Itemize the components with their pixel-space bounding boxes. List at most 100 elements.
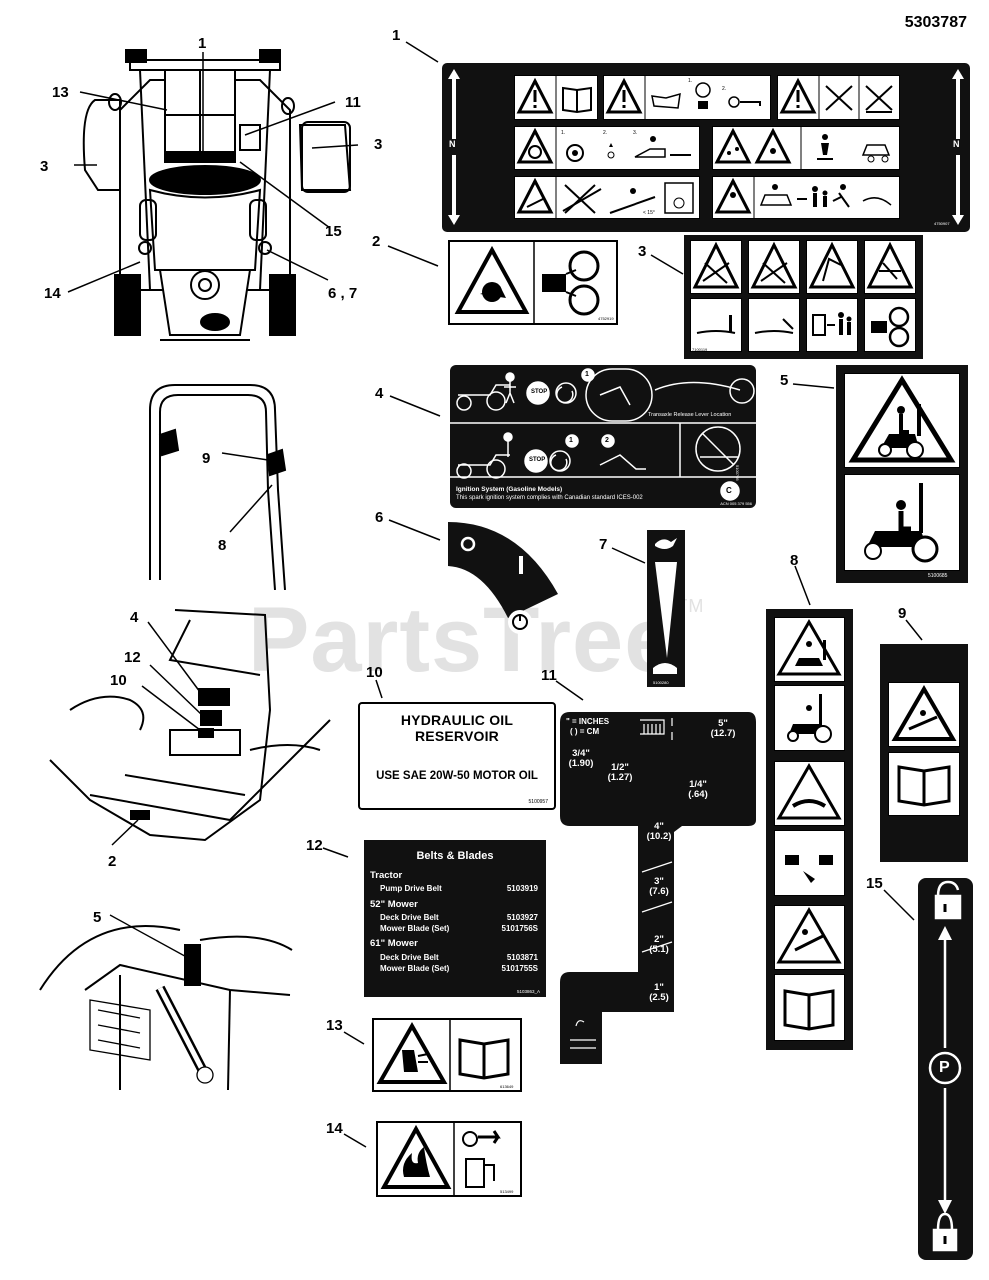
- callout-14: 14: [326, 1120, 343, 1137]
- callout-5: 5: [780, 372, 789, 389]
- locator-callout: 6 , 7: [328, 285, 358, 302]
- decal-1-safety-panel: N N 1. 2. 1. 2. 3. < 15° 4750907: [442, 63, 970, 232]
- safety-tile-read-manual: [514, 75, 598, 120]
- tractor-top-view: [67, 49, 359, 341]
- strip-rollover-tile: [774, 617, 845, 682]
- callout-10: 10: [366, 664, 383, 681]
- locator-callout: 3: [374, 136, 383, 153]
- decal-13-pn: 613649: [500, 1084, 514, 1089]
- rollover-tile: [864, 240, 916, 294]
- strip-tow-tile: [774, 761, 845, 826]
- handle-bar-view: [149, 384, 287, 590]
- decal-5-pn: 5100685: [928, 573, 948, 579]
- height-label: 1/2"(1.27): [607, 762, 633, 783]
- locator-callout: 2: [108, 853, 117, 870]
- strip-lever-tile: [774, 830, 845, 896]
- decal-13-crush-hazard: 613649: [372, 1018, 522, 1092]
- safety-tile-slope-hazard: < 15°: [514, 176, 700, 219]
- height-label: 4"(10.2): [646, 821, 672, 842]
- callout-7: 7: [599, 536, 608, 553]
- rops-seatbelt-tile: [844, 474, 960, 571]
- section-52-mower: 52" Mower: [370, 899, 418, 910]
- strip-thrown-tile: [774, 905, 845, 970]
- decal-7-pn: 5100280: [653, 680, 669, 685]
- decal-2-pn: 4752919: [598, 316, 614, 321]
- callout-3: 3: [638, 243, 647, 260]
- step-num: 2.: [603, 130, 608, 136]
- safety-tile-no-riders: [777, 75, 900, 120]
- strip-manual-tile: [774, 974, 845, 1041]
- height-label: 5"(12.7): [710, 718, 736, 739]
- locator-callout: 10: [110, 672, 127, 689]
- callout-1: 1: [392, 27, 401, 44]
- locator-callout: 8: [218, 537, 227, 554]
- locator-callout: 11: [345, 94, 361, 111]
- decal-14-pn: 513499: [500, 1189, 514, 1194]
- legend-inches: " = INCHES: [566, 717, 610, 726]
- callout-11: 11: [541, 667, 557, 684]
- height-label: 1"(2.5): [649, 982, 669, 1003]
- callout-12: 12: [306, 837, 323, 854]
- acn-number: ACN 005 379 556: [720, 501, 752, 506]
- safety-tile-key-removal: 1. 2.: [603, 75, 771, 120]
- bystander-tile: [806, 298, 858, 352]
- decal-11-cut-height: [560, 712, 756, 1064]
- locator-callout: 13: [52, 84, 69, 101]
- ignition-text: This spark ignition system complies with…: [456, 495, 643, 501]
- locator-callout: 4: [130, 609, 139, 626]
- safety-tile-blade-hazard: 1. 2. 3.: [514, 126, 700, 170]
- locator-callout: 12: [124, 649, 141, 666]
- belts-blades-title: Belts & Blades: [416, 850, 494, 862]
- decal-1-pn: 4750907: [934, 221, 950, 226]
- height-label: 2"(5.1): [649, 934, 669, 955]
- n-arrow-icon: [952, 69, 964, 225]
- step-num: 3.: [633, 130, 638, 136]
- n-label-left: N: [449, 139, 456, 149]
- decal-6-ignition-arc: [448, 522, 558, 634]
- decal-3-pn: 7100119: [692, 347, 708, 352]
- callout-13: 13: [326, 1017, 343, 1034]
- deck-panel-view: [49, 609, 331, 846]
- callout-2: 2: [372, 233, 381, 250]
- step-num: 1.: [688, 78, 693, 84]
- callout-6: 6: [375, 509, 384, 526]
- decal-10-hydraulic-oil: HYDRAULIC OIL RESERVOIR USE SAE 20W-50 M…: [358, 702, 556, 810]
- transaxle-label: Transaxle Release Lever Location: [648, 412, 732, 418]
- decal-3-rollover-panel: 7100119: [684, 235, 923, 359]
- decal-15-parking-brake: P: [918, 878, 973, 1260]
- mower-manual-tile: [888, 752, 960, 816]
- decal-2-belt-hazard: 4752919: [448, 240, 618, 325]
- rollover-tile: [806, 240, 858, 294]
- locator-callout: 5: [93, 909, 102, 926]
- safety-tile-thrown-objects: [712, 126, 900, 170]
- slope-angle-label: < 15°: [643, 210, 655, 216]
- decal-9-mower-decal: [880, 644, 968, 862]
- ignition-title: Ignition System (Gasoline Models): [456, 486, 563, 493]
- c-mark: C: [726, 486, 732, 495]
- n-label-right: N: [953, 139, 960, 149]
- callout-4: 4: [375, 385, 384, 402]
- rops-up-tile: [690, 298, 742, 352]
- frame-shock-view: [39, 914, 293, 1091]
- hydraulic-oil-text: USE SAE 20W-50 MOTOR OIL: [376, 770, 538, 782]
- locator-callout: 1: [198, 35, 207, 52]
- n-arrow-icon: [448, 69, 460, 225]
- height-label: 1/4"(.64): [688, 779, 708, 800]
- stop-label: STOP: [531, 389, 548, 395]
- part-number: 5303787: [904, 14, 967, 31]
- safety-tile-bystanders: [712, 176, 900, 219]
- rollover-tile: [748, 240, 800, 294]
- height-label: 3/4"(1.90): [568, 748, 594, 769]
- step-2-label: 2: [605, 437, 609, 444]
- section-61-mower: 61" Mower: [370, 938, 418, 949]
- decal-4-transaxle-ignition: STOP STOP 1 1 2 C Transaxle Release Leve…: [450, 365, 756, 508]
- locator-callout: 9: [202, 450, 211, 467]
- decal-5-rops-decal: 5100685: [836, 365, 968, 583]
- strip-seatbelt-tile: [774, 685, 845, 751]
- step-num: 1.: [561, 130, 566, 136]
